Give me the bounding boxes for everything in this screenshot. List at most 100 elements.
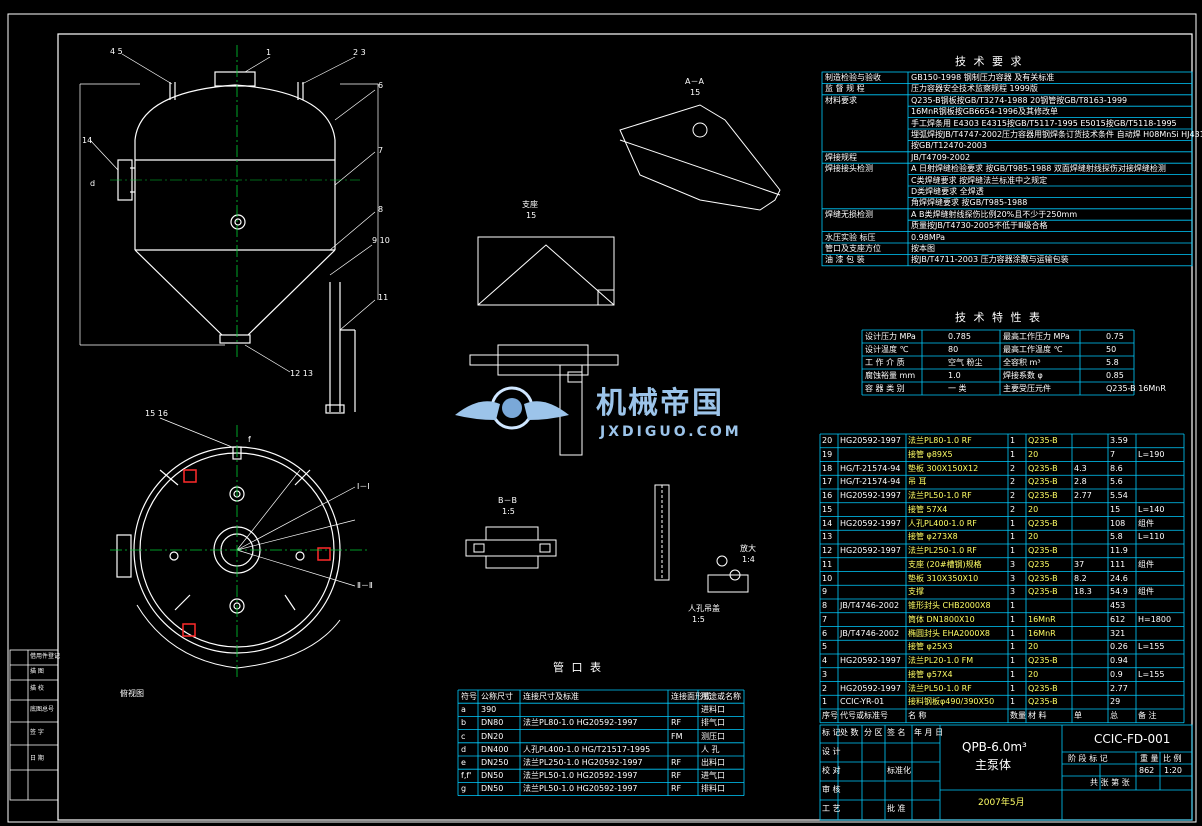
part-cell: 5.54 — [1110, 491, 1128, 500]
watermark-text: 机械帝国 — [596, 386, 724, 421]
part-cell: 人孔PL400-1.0 RF — [908, 518, 977, 528]
parts-header: 备 注 — [1138, 711, 1157, 720]
part-cell: 0.26 — [1110, 642, 1128, 652]
part-cell: JB/T4746-2002 — [840, 628, 900, 638]
tech-char-cell: 最高工作压力 MPa — [1003, 332, 1070, 341]
nozzle-cell: DN400 — [481, 744, 509, 754]
part-cell: 13 — [822, 532, 833, 542]
part-cell: Q235-B — [1028, 463, 1058, 473]
nozzle-header: 公称尺寸 — [481, 692, 513, 701]
detail-flange — [465, 526, 557, 569]
part-cell: 3.59 — [1110, 436, 1128, 445]
parts-header: 单 — [1074, 711, 1082, 720]
nozzle-header: 符号 — [461, 692, 477, 701]
tech-req-label: 制造检验与验收 — [825, 73, 881, 82]
tech-req-value: 16MnR钢板按GB6654-1996及其修改单 — [911, 107, 1059, 117]
balloon-8: 8 — [378, 205, 384, 214]
nozzle-header: 用途或名称 — [701, 692, 741, 701]
part-cell: 54.9 — [1110, 587, 1128, 597]
left-strip-label: 底图总号 — [30, 706, 55, 713]
sheet-label: 共 张 第 张 — [1090, 778, 1130, 787]
detail-cover — [654, 484, 670, 581]
part-cell: 9 — [822, 587, 828, 597]
part-cell: 1 — [1010, 518, 1016, 528]
tb-approve: 批 准 — [887, 804, 906, 813]
part-cell: 组件 — [1138, 559, 1154, 569]
part-cell: 2 — [1010, 504, 1016, 514]
tech-char-cell: 0.75 — [1106, 332, 1124, 341]
tech-req-label: 水压实验 标压 — [825, 232, 876, 242]
part-cell: 19 — [822, 449, 833, 459]
part-cell: 法兰PL50-1.0 RF — [908, 491, 972, 500]
part-cell: 法兰PL20-1.0 FM — [908, 656, 974, 665]
part-cell: 1 — [1010, 683, 1016, 693]
part-cell: 20 — [1028, 449, 1039, 459]
part-cell: HG20592-1997 — [840, 546, 901, 555]
detail-4-scale: 1:5 — [692, 615, 705, 624]
tech-char-cell: 5.8 — [1106, 358, 1119, 367]
part-cell: 37 — [1074, 559, 1085, 569]
part-cell: 20 — [1028, 642, 1039, 652]
part-cell: 16 — [822, 491, 833, 500]
nozzle-cell: 人 孔 — [701, 744, 720, 754]
tb-design: 设 计 — [822, 747, 841, 756]
inner-border — [57, 33, 1193, 821]
balloon-15-16: 15 16 — [145, 409, 168, 418]
watermark-wings-icon — [455, 401, 569, 420]
part-cell: 20 — [1028, 532, 1039, 542]
balloon-6: 6 — [378, 81, 384, 90]
part-cell: 吊 耳 — [908, 477, 927, 487]
part-cell: 支撑 — [908, 587, 924, 597]
part-cell: 3 — [1010, 559, 1016, 569]
nozzle-cell: f,f' — [461, 771, 472, 781]
left-strip-label: 描 图 — [30, 668, 44, 675]
part-cell: L=140 — [1138, 504, 1165, 514]
tech-req-label: 焊接规程 — [825, 152, 857, 162]
part-cell: CCIC-YR-01 — [840, 697, 885, 707]
elevation-dim-lines — [79, 53, 379, 373]
nozzle-header: 连接尺寸及标准 — [523, 692, 579, 701]
nozzle-cell: d — [461, 744, 467, 754]
detail-5-scale: 1:4 — [742, 555, 755, 564]
part-cell: 12 — [822, 546, 833, 555]
nozzle-cell: e — [461, 758, 466, 767]
weight-value: 862 — [1139, 766, 1155, 775]
part-cell: Q235-B — [1028, 491, 1058, 500]
part-cell: 1 — [1010, 656, 1016, 665]
detail-4-title: 人孔吊盖 — [688, 604, 720, 613]
tech-char-cell: 1.0 — [948, 371, 961, 380]
plan-leaders — [159, 417, 356, 587]
part-cell: 接管 φ273X8 — [908, 532, 958, 542]
part-cell: JB/T4746-2002 — [840, 601, 900, 610]
part-cell: Q235-B — [1028, 697, 1058, 707]
tech-char-cell: 主要受压元件 — [1003, 384, 1051, 393]
part-cell: 111 — [1110, 559, 1126, 569]
vessel-plan-view — [116, 446, 341, 669]
part-cell: L=190 — [1138, 449, 1165, 459]
part-cell: 组件 — [1138, 587, 1154, 597]
nozzle-cell: RF — [671, 758, 682, 767]
drawing-name-line2: 主泵体 — [975, 758, 1012, 772]
parts-header: 材 料 — [1028, 711, 1047, 720]
part-cell: 3 — [1010, 573, 1016, 583]
part-cell: 2.8 — [1074, 477, 1087, 487]
detail-support — [469, 236, 619, 456]
part-cell: Q235-B — [1028, 656, 1058, 665]
part-cell: 椭圆封头 EHA2000X8 — [908, 628, 991, 638]
tech-req-value: A 日射焊缝检验要求 按GB/T985-1988 双面焊缝射线探伤对接焊缝检测 — [911, 164, 1166, 174]
detail-1-scale: 15 — [690, 88, 701, 97]
tb-review: 审 核 — [822, 785, 841, 794]
part-cell: 1 — [1010, 697, 1016, 707]
parts-header: 总 — [1110, 711, 1118, 720]
label-d: d — [90, 179, 96, 188]
scale-label: 比 例 — [1163, 754, 1182, 763]
part-cell: H=1800 — [1138, 614, 1172, 624]
tech-req-value: JB/T4709-2002 — [911, 152, 971, 162]
tech-req-label: 焊缝无损检测 — [825, 209, 873, 219]
tech-char-cell: 全容积 m³ — [1003, 358, 1041, 367]
drawing-number: CCIC-FD-001 — [1094, 732, 1171, 746]
tech-req-value: D类焊缝要求 全焊透 — [911, 187, 984, 196]
tech-req-value: 手工焊条用 E4303 E4315按GB/T5117-1995 E5015按GB… — [911, 118, 1177, 128]
part-cell: Q235-B — [1028, 587, 1058, 597]
